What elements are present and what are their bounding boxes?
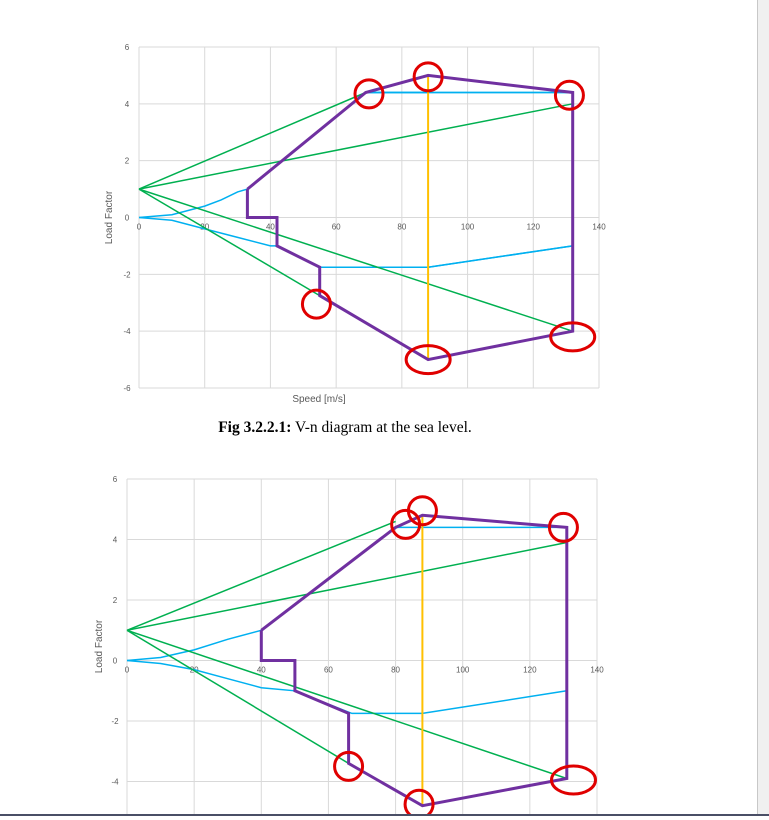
stall-curve-line <box>427 245 573 268</box>
y-axis-label: Load Factor <box>94 619 105 673</box>
y-tick-label: 4 <box>125 100 130 109</box>
highlight-circle <box>403 788 435 814</box>
y-tick-label: 6 <box>113 475 118 484</box>
x-tick-label: 120 <box>527 223 541 232</box>
y-tick-label: -2 <box>111 717 119 726</box>
x-tick-label: 20 <box>200 223 209 232</box>
y-tick-label: 4 <box>113 536 118 545</box>
y-tick-label: 0 <box>113 657 118 666</box>
stall-curve-line <box>138 91 573 219</box>
highlight-circle <box>547 511 579 543</box>
gust-line <box>138 188 573 332</box>
window-bottom-border <box>0 814 769 820</box>
x-axis-label: Speed [m/s] <box>292 394 346 405</box>
highlight-circle <box>404 344 452 376</box>
x-tick-label: 0 <box>137 223 142 232</box>
y-tick-label: -2 <box>123 270 131 279</box>
highlight-markers <box>333 495 597 814</box>
stall-curve-line <box>126 659 567 715</box>
x-tick-label: 80 <box>391 666 400 675</box>
highlight-circle <box>412 61 444 93</box>
highlight-circle <box>549 321 597 353</box>
x-tick-label: 40 <box>257 666 266 675</box>
grid-lines <box>138 46 600 389</box>
highlight-circle <box>406 495 438 527</box>
stall-curve-line <box>126 526 567 662</box>
x-tick-label: 100 <box>461 223 475 232</box>
highlight-circle <box>300 288 332 320</box>
gust-line <box>138 103 573 190</box>
y-tick-label: -4 <box>111 778 119 787</box>
x-tick-label: 60 <box>332 223 341 232</box>
y-tick-label: 6 <box>125 43 130 52</box>
gust-line <box>126 629 349 765</box>
stall-curve-line <box>138 216 573 268</box>
x-tick-label: 140 <box>592 223 606 232</box>
grid-lines <box>126 478 598 814</box>
highlight-markers <box>300 61 597 376</box>
gust-line <box>126 629 568 780</box>
y-tick-label: 2 <box>125 157 130 166</box>
gust-line <box>138 91 366 190</box>
y-tick-label: 0 <box>125 214 130 223</box>
highlight-circle <box>553 79 585 111</box>
x-tick-label: 40 <box>266 223 275 232</box>
caption-text: V-n diagram at the sea level. <box>291 419 472 436</box>
gust-line <box>126 541 567 632</box>
page-edge <box>757 0 758 820</box>
y-tick-label: -6 <box>123 384 131 393</box>
highlight-circle <box>550 764 597 796</box>
caption-label: Fig 3.2.2.1: <box>218 419 292 436</box>
plot-area <box>138 73 575 362</box>
gust-line <box>126 520 396 631</box>
x-tick-label: 100 <box>456 666 470 675</box>
x-tick-label: 140 <box>590 666 604 675</box>
figure-caption: Fig 3.2.2.1: V-n diagram at the sea leve… <box>0 419 690 437</box>
y-tick-label: 2 <box>113 596 118 605</box>
x-tick-label: 60 <box>324 666 333 675</box>
x-tick-label: 80 <box>397 223 406 232</box>
x-tick-label: 0 <box>125 666 130 675</box>
x-tick-label: 120 <box>523 666 537 675</box>
highlight-circle <box>333 750 365 782</box>
y-axis-label: Load Factor <box>104 190 115 244</box>
flight-envelope-line <box>245 73 575 362</box>
gust-line <box>138 188 321 297</box>
highlight-circle <box>353 78 385 110</box>
y-tick-label: -4 <box>123 327 131 336</box>
tick-labels: 0 20 40 60 80 100 120 140 -6 -4 -2 0 2 4 6 <box>123 43 606 393</box>
